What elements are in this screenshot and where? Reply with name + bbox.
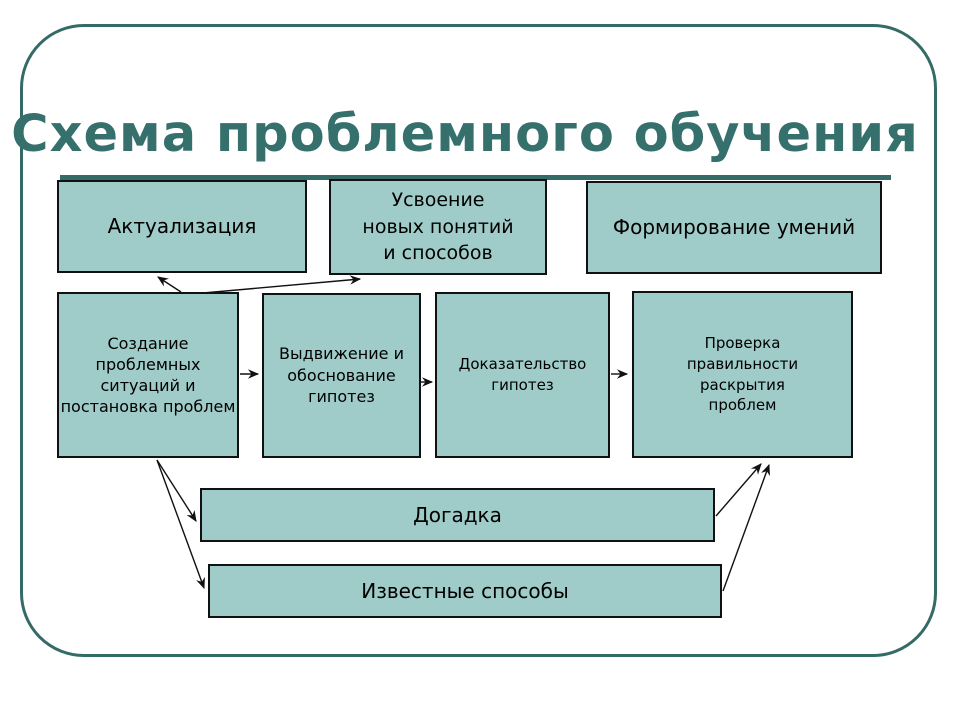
box-guess: Догадка — [200, 488, 715, 542]
box-hypothesis-advancement: Выдвижение и обоснование гипотез — [262, 293, 421, 458]
slide-border-frame — [20, 24, 937, 657]
title-underline — [60, 175, 891, 180]
box-actualization: Актуализация — [57, 180, 307, 273]
box-problem-situations: Создание проблемных ситуаций и постановк… — [57, 292, 239, 458]
box-skills-formation: Формирование умений — [586, 181, 882, 274]
box-new-concepts: Усвоение новых понятий и способов — [329, 179, 547, 275]
box-known-methods: Известные способы — [208, 564, 722, 618]
box-solution-check: Проверка правильности раскрытия проблем — [632, 291, 853, 458]
box-hypothesis-proof: Доказательство гипотез — [435, 292, 610, 458]
slide-title: Схема проблемного обучения — [11, 105, 919, 164]
